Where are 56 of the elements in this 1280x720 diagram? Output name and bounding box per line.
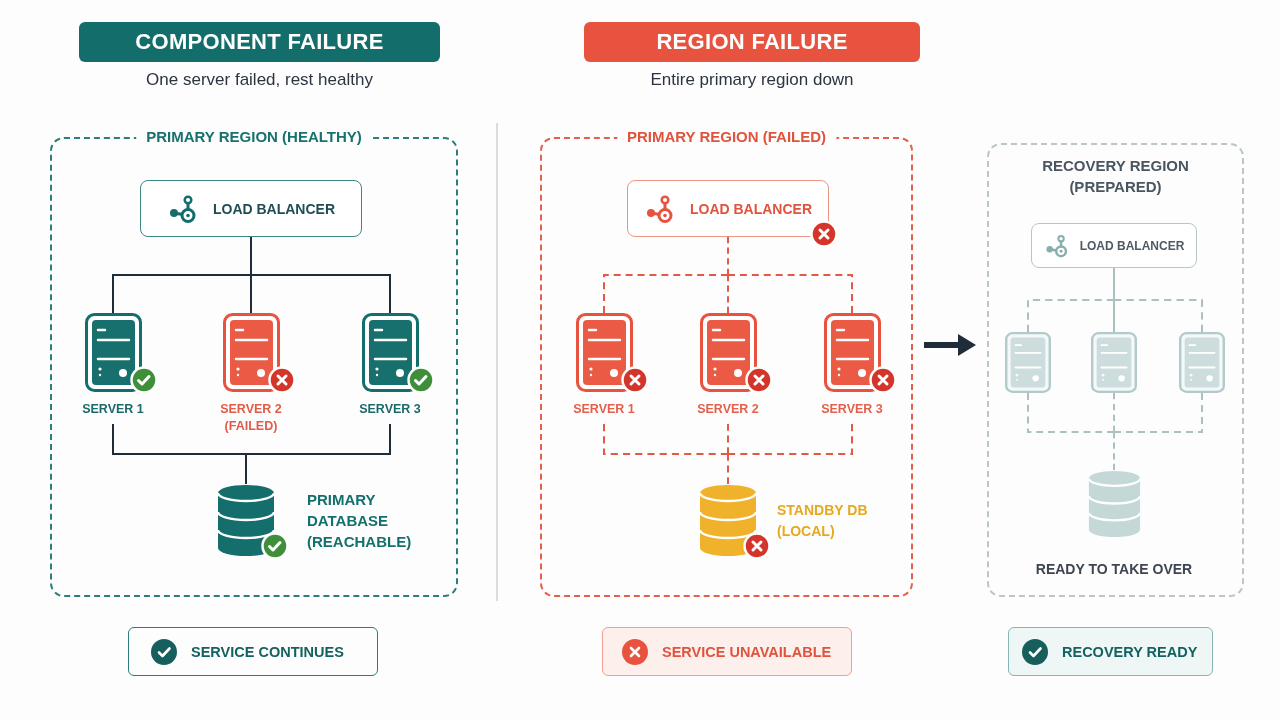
connector-line — [1113, 392, 1115, 433]
connector-line — [245, 453, 247, 485]
connector-line — [727, 453, 729, 485]
server-icon — [1091, 332, 1137, 393]
database-label: STANDBY DB (LOCAL) — [777, 500, 869, 541]
connector-line — [727, 274, 729, 314]
server-label: SERVER 1 — [81, 401, 145, 418]
connector-line — [1113, 299, 1203, 333]
database-label: PRIMARY DATABASE (REACHABLE) — [307, 490, 413, 552]
server-label: SERVER 2 (FAILED) — [219, 401, 283, 435]
load-balancer-box — [627, 180, 829, 237]
status-box — [128, 627, 378, 676]
connector-line — [727, 236, 729, 276]
status-text: SERVICE UNAVAILABLE — [662, 643, 832, 660]
server-label: SERVER 3 — [358, 401, 422, 418]
region-title: PRIMARY REGION (FAILED) — [616, 128, 837, 146]
connector-line — [112, 274, 252, 314]
load-balancer-box — [1031, 223, 1197, 268]
connector-line — [112, 423, 247, 455]
server-icon — [1005, 332, 1051, 393]
status-text: SERVICE CONTINUES — [191, 643, 344, 660]
title-banner: REGION FAILURE — [584, 22, 920, 62]
node-label: LOAD BALANCER — [212, 200, 336, 217]
server-label: SERVER 1 — [572, 401, 636, 418]
connector-line — [250, 274, 252, 314]
connector-line — [250, 274, 391, 314]
connector-line — [603, 274, 729, 314]
load-balancer-box — [140, 180, 362, 237]
region-title: PRIMARY REGION (HEALTHY) — [136, 128, 372, 146]
connector-line — [1027, 299, 1115, 333]
title-banner: COMPONENT FAILURE — [79, 22, 440, 62]
connector-line — [250, 236, 252, 276]
arrow — [924, 336, 976, 354]
server-icon — [1179, 332, 1225, 393]
connector-line — [727, 274, 853, 314]
region-title: RECOVERY REGION (PREPARED) — [1041, 156, 1190, 197]
connector-line — [727, 423, 853, 455]
caption-text: READY TO TAKE OVER — [1035, 560, 1193, 578]
connector-line — [603, 423, 729, 455]
subtitle: One server failed, rest healthy — [145, 69, 374, 91]
connector-line — [1113, 431, 1115, 471]
connector-line — [727, 423, 729, 455]
status-box — [602, 627, 852, 676]
status-text: RECOVERY READY — [1062, 643, 1198, 660]
connector-line — [1113, 392, 1203, 433]
connector-line — [245, 423, 391, 455]
connector-line — [1027, 392, 1115, 433]
subtitle: Entire primary region down — [649, 69, 855, 91]
node-label: LOAD BALANCER — [689, 200, 813, 217]
server-label: SERVER 2 — [696, 401, 760, 418]
connector-line — [1113, 299, 1115, 333]
status-box — [1008, 627, 1213, 676]
server-label: SERVER 3 — [820, 401, 884, 418]
region-panel — [987, 143, 1244, 597]
node-label: LOAD BALANCER — [1079, 238, 1185, 253]
connector-line — [1113, 267, 1115, 301]
